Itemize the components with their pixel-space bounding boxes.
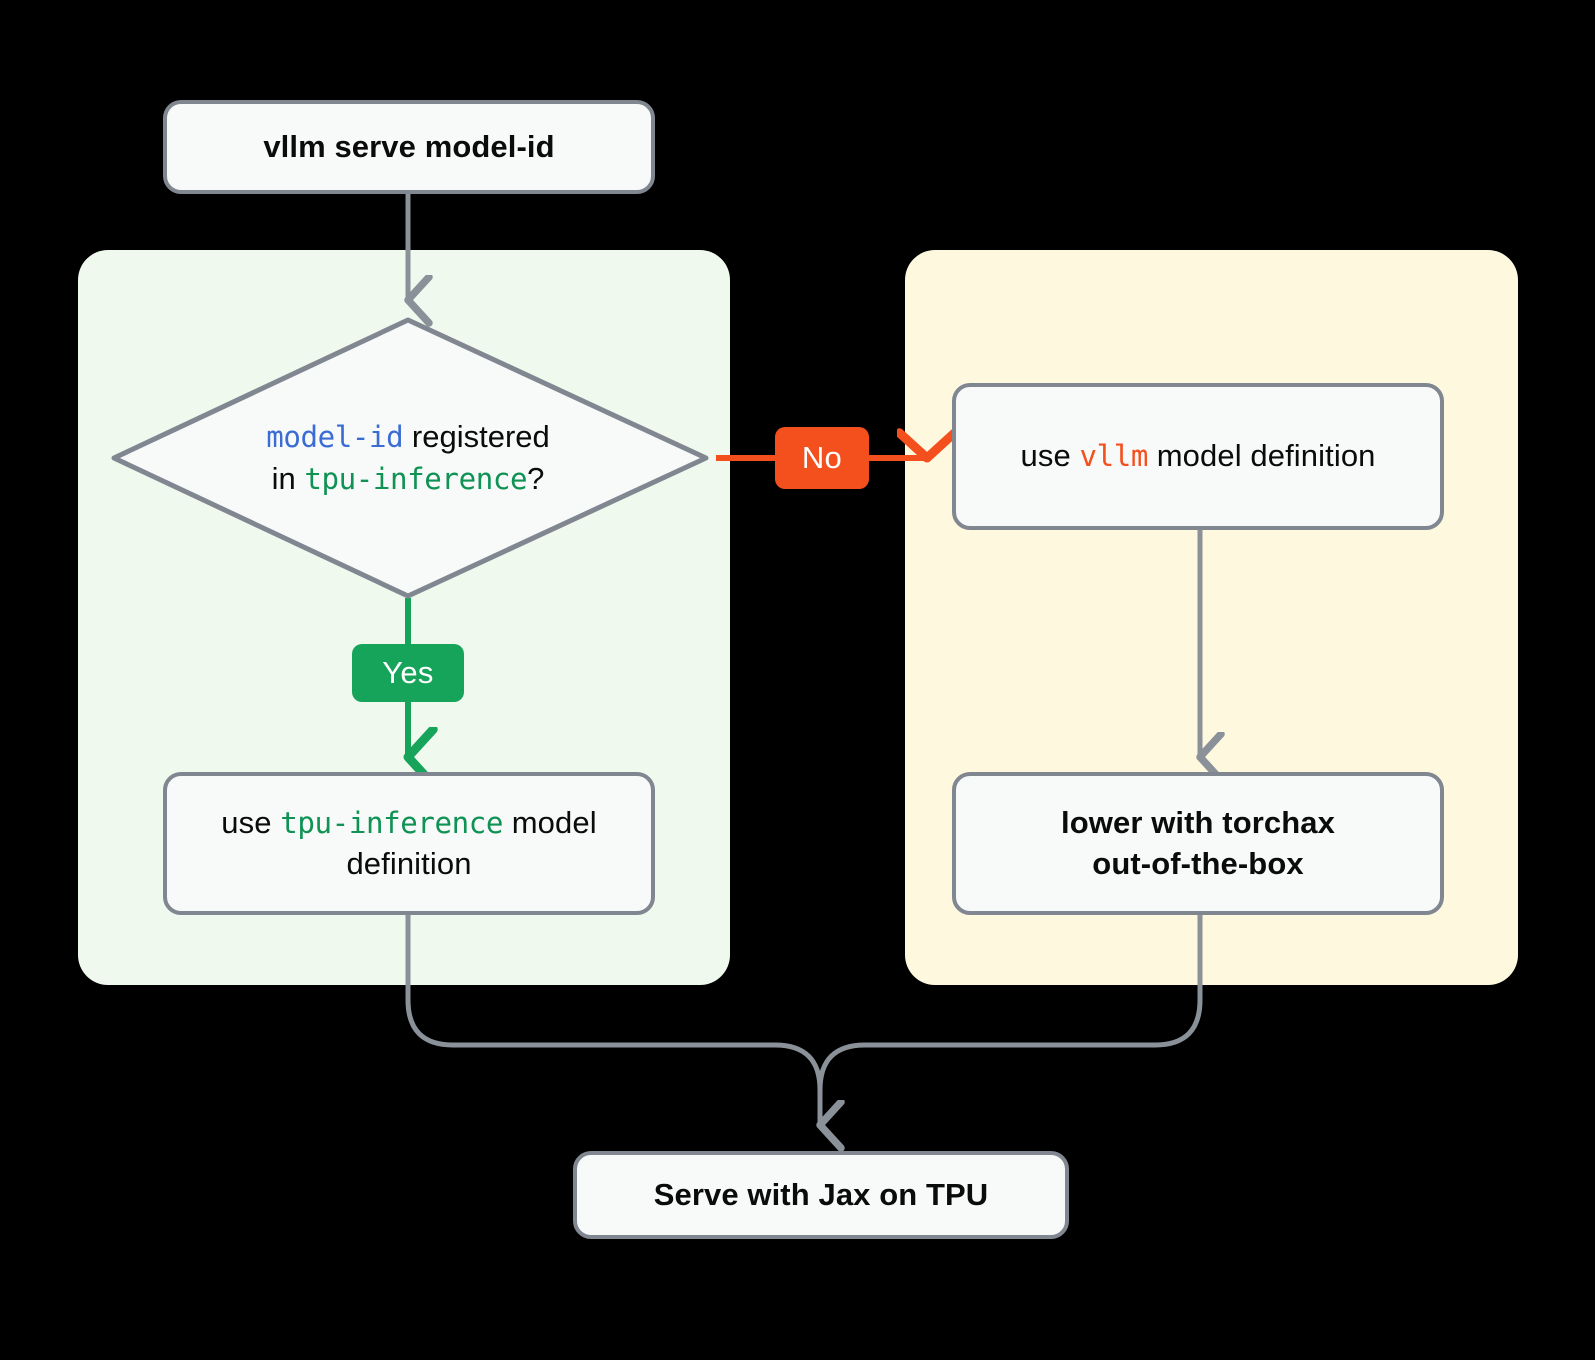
tpu-node-line2: definition: [346, 845, 472, 881]
tpu-node-prefix: use: [221, 805, 281, 841]
node-use-vllm-model-definition[interactable]: use vllm model definition: [952, 383, 1444, 530]
node-start[interactable]: vllm serve model-id: [163, 100, 655, 194]
node-serve-with-jax-on-tpu[interactable]: Serve with Jax on TPU: [573, 1151, 1069, 1239]
vllm-node-suffix: model definition: [1148, 438, 1376, 474]
tpu-inference-token: tpu-inference: [280, 806, 504, 841]
node-lower-with-torchax[interactable]: lower with torchax out-of-the-box: [952, 772, 1444, 915]
node-start-label: vllm serve model-id: [263, 128, 555, 164]
edge-label-no-text: No: [801, 440, 843, 475]
edge-label-no: No: [775, 427, 869, 489]
edge-label-yes: Yes: [352, 644, 464, 702]
node-use-tpu-inference-model-definition[interactable]: use tpu-inference model definition: [163, 772, 655, 915]
torchax-node-line2: out-of-the-box: [1092, 845, 1304, 881]
node-serve-label: Serve with Jax on TPU: [653, 1176, 989, 1212]
vllm-node-prefix: use: [1020, 438, 1080, 474]
edge-label-yes-text: Yes: [382, 655, 434, 690]
tpu-node-suffix: model: [503, 805, 597, 841]
torchax-node-line1: lower with torchax: [1061, 805, 1335, 841]
vllm-token: vllm: [1079, 439, 1149, 474]
